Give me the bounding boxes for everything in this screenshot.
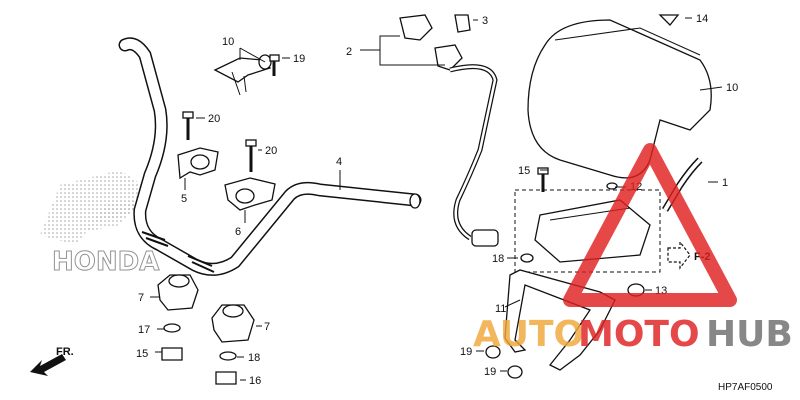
callout-15b: 16 (249, 375, 261, 387)
callout-17: 18 (492, 253, 504, 265)
part-11 (606, 182, 618, 190)
callout-18a: 19 (460, 346, 472, 358)
nut-18-lower (507, 365, 523, 379)
bolt-20-upper (182, 111, 194, 140)
watermark-moto: MOTO (578, 314, 700, 355)
part-7-lower-holder-right (211, 304, 255, 343)
nut-18-upper (485, 345, 501, 359)
part-5-upper-holder (177, 147, 219, 180)
callout-4: 4 (336, 156, 342, 168)
callout-2: 2 (346, 46, 352, 58)
callout-10: 10 (222, 36, 234, 48)
nut-15-left (161, 347, 183, 361)
part-1-tube (661, 157, 703, 212)
callout-16a: 17 (138, 324, 150, 336)
nut-13 (658, 14, 680, 26)
callout-8: 10 (726, 82, 738, 94)
callout-16b: 18 (248, 352, 260, 364)
honda-logo-text: HONDA (52, 247, 159, 277)
callout-19: 19 (293, 53, 305, 65)
leader-lines (150, 17, 723, 381)
callout-5: 5 (181, 193, 187, 205)
callout-14: 15 (518, 165, 530, 177)
watermark-hub: HUB (706, 314, 793, 355)
direction-label: FR. (56, 346, 74, 358)
callout-13: 14 (696, 13, 708, 25)
callout-20a: 20 (208, 113, 220, 125)
diagram-code: HP7AF0500 (718, 382, 773, 393)
callout-labels: 10 19 20 20 5 6 4 7 7 17 15 18 16 2 3 14… (136, 13, 738, 387)
watermark-auto: AUTO (473, 314, 584, 355)
watermark: AUTO MOTO HUB (473, 143, 793, 355)
callout-18b: 19 (484, 366, 496, 378)
callout-7b: 7 (264, 321, 270, 333)
callout-20b: 20 (265, 145, 277, 157)
part-6-upper-holder (224, 177, 276, 211)
callout-1: 1 (722, 177, 728, 189)
handlebar (118, 37, 422, 276)
callout-15a: 15 (136, 348, 148, 360)
callout-9: 11 (495, 303, 506, 315)
part-7-lower-holder-left (157, 274, 199, 311)
nut-15-right (215, 371, 237, 385)
bolt-20-lower (245, 139, 257, 172)
washer-16-right (219, 351, 237, 361)
callout-7a: 7 (138, 292, 144, 304)
switch-assembly (399, 14, 499, 247)
part-17 (520, 253, 534, 263)
arrow-icon (30, 354, 66, 376)
callout-6: 6 (235, 226, 241, 238)
direction-indicator: FR. (30, 346, 74, 376)
bolt-19 (269, 54, 280, 76)
bolt-14 (537, 167, 549, 192)
part-8-cover (527, 19, 712, 179)
honda-wing-logo: HONDA (40, 170, 160, 278)
washer-16-left (163, 323, 181, 333)
callout-3: 3 (482, 15, 488, 27)
